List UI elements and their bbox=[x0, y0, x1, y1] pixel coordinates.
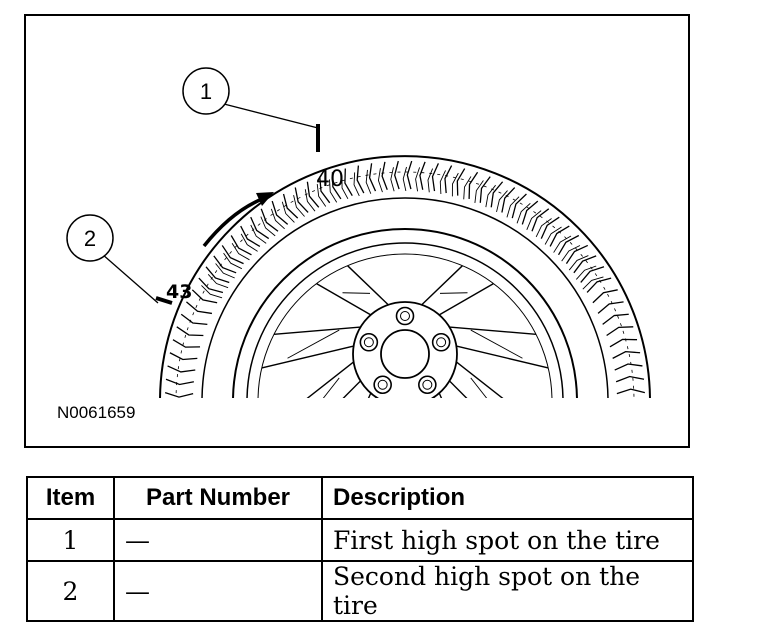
header-part-number: Part Number bbox=[113, 476, 323, 520]
row-item: 2 bbox=[26, 560, 115, 622]
table-row: 2 — Second high spot on the tire bbox=[26, 560, 694, 622]
callout-2-number: 2 bbox=[84, 226, 96, 251]
header-item: Item bbox=[26, 476, 115, 520]
parts-table: Item Part Number Description 1 — First h… bbox=[26, 476, 694, 622]
second-high-spot-label: 43 bbox=[166, 281, 192, 303]
tire bbox=[159, 155, 651, 398]
lug-nuts bbox=[359, 306, 451, 395]
figure-frame: 40 43 1 2 N0061659 bbox=[24, 14, 690, 448]
wheel-spokes bbox=[261, 265, 549, 398]
tread-pattern bbox=[164, 160, 646, 398]
callout-1-number: 1 bbox=[200, 79, 212, 104]
rotation-arrow bbox=[202, 192, 274, 248]
header-description: Description bbox=[321, 476, 694, 520]
wheel bbox=[232, 228, 578, 398]
figure-id: N0061659 bbox=[57, 403, 135, 422]
callout-1: 1 bbox=[182, 67, 319, 129]
row-part-number: — bbox=[113, 518, 323, 562]
table-row: 1 — First high spot on the tire bbox=[26, 518, 694, 562]
row-description: First high spot on the tire bbox=[321, 518, 694, 562]
row-part-number: — bbox=[113, 560, 323, 622]
row-description: Second high spot on the tire bbox=[321, 560, 694, 622]
tire-illustration: 40 43 1 2 N0061659 bbox=[57, 67, 651, 422]
first-high-spot-label: 40 bbox=[316, 167, 344, 192]
callout-2: 2 bbox=[66, 214, 159, 304]
row-item: 1 bbox=[26, 518, 115, 562]
table-header-row: Item Part Number Description bbox=[26, 476, 694, 520]
second-high-spot-mark bbox=[155, 296, 173, 305]
